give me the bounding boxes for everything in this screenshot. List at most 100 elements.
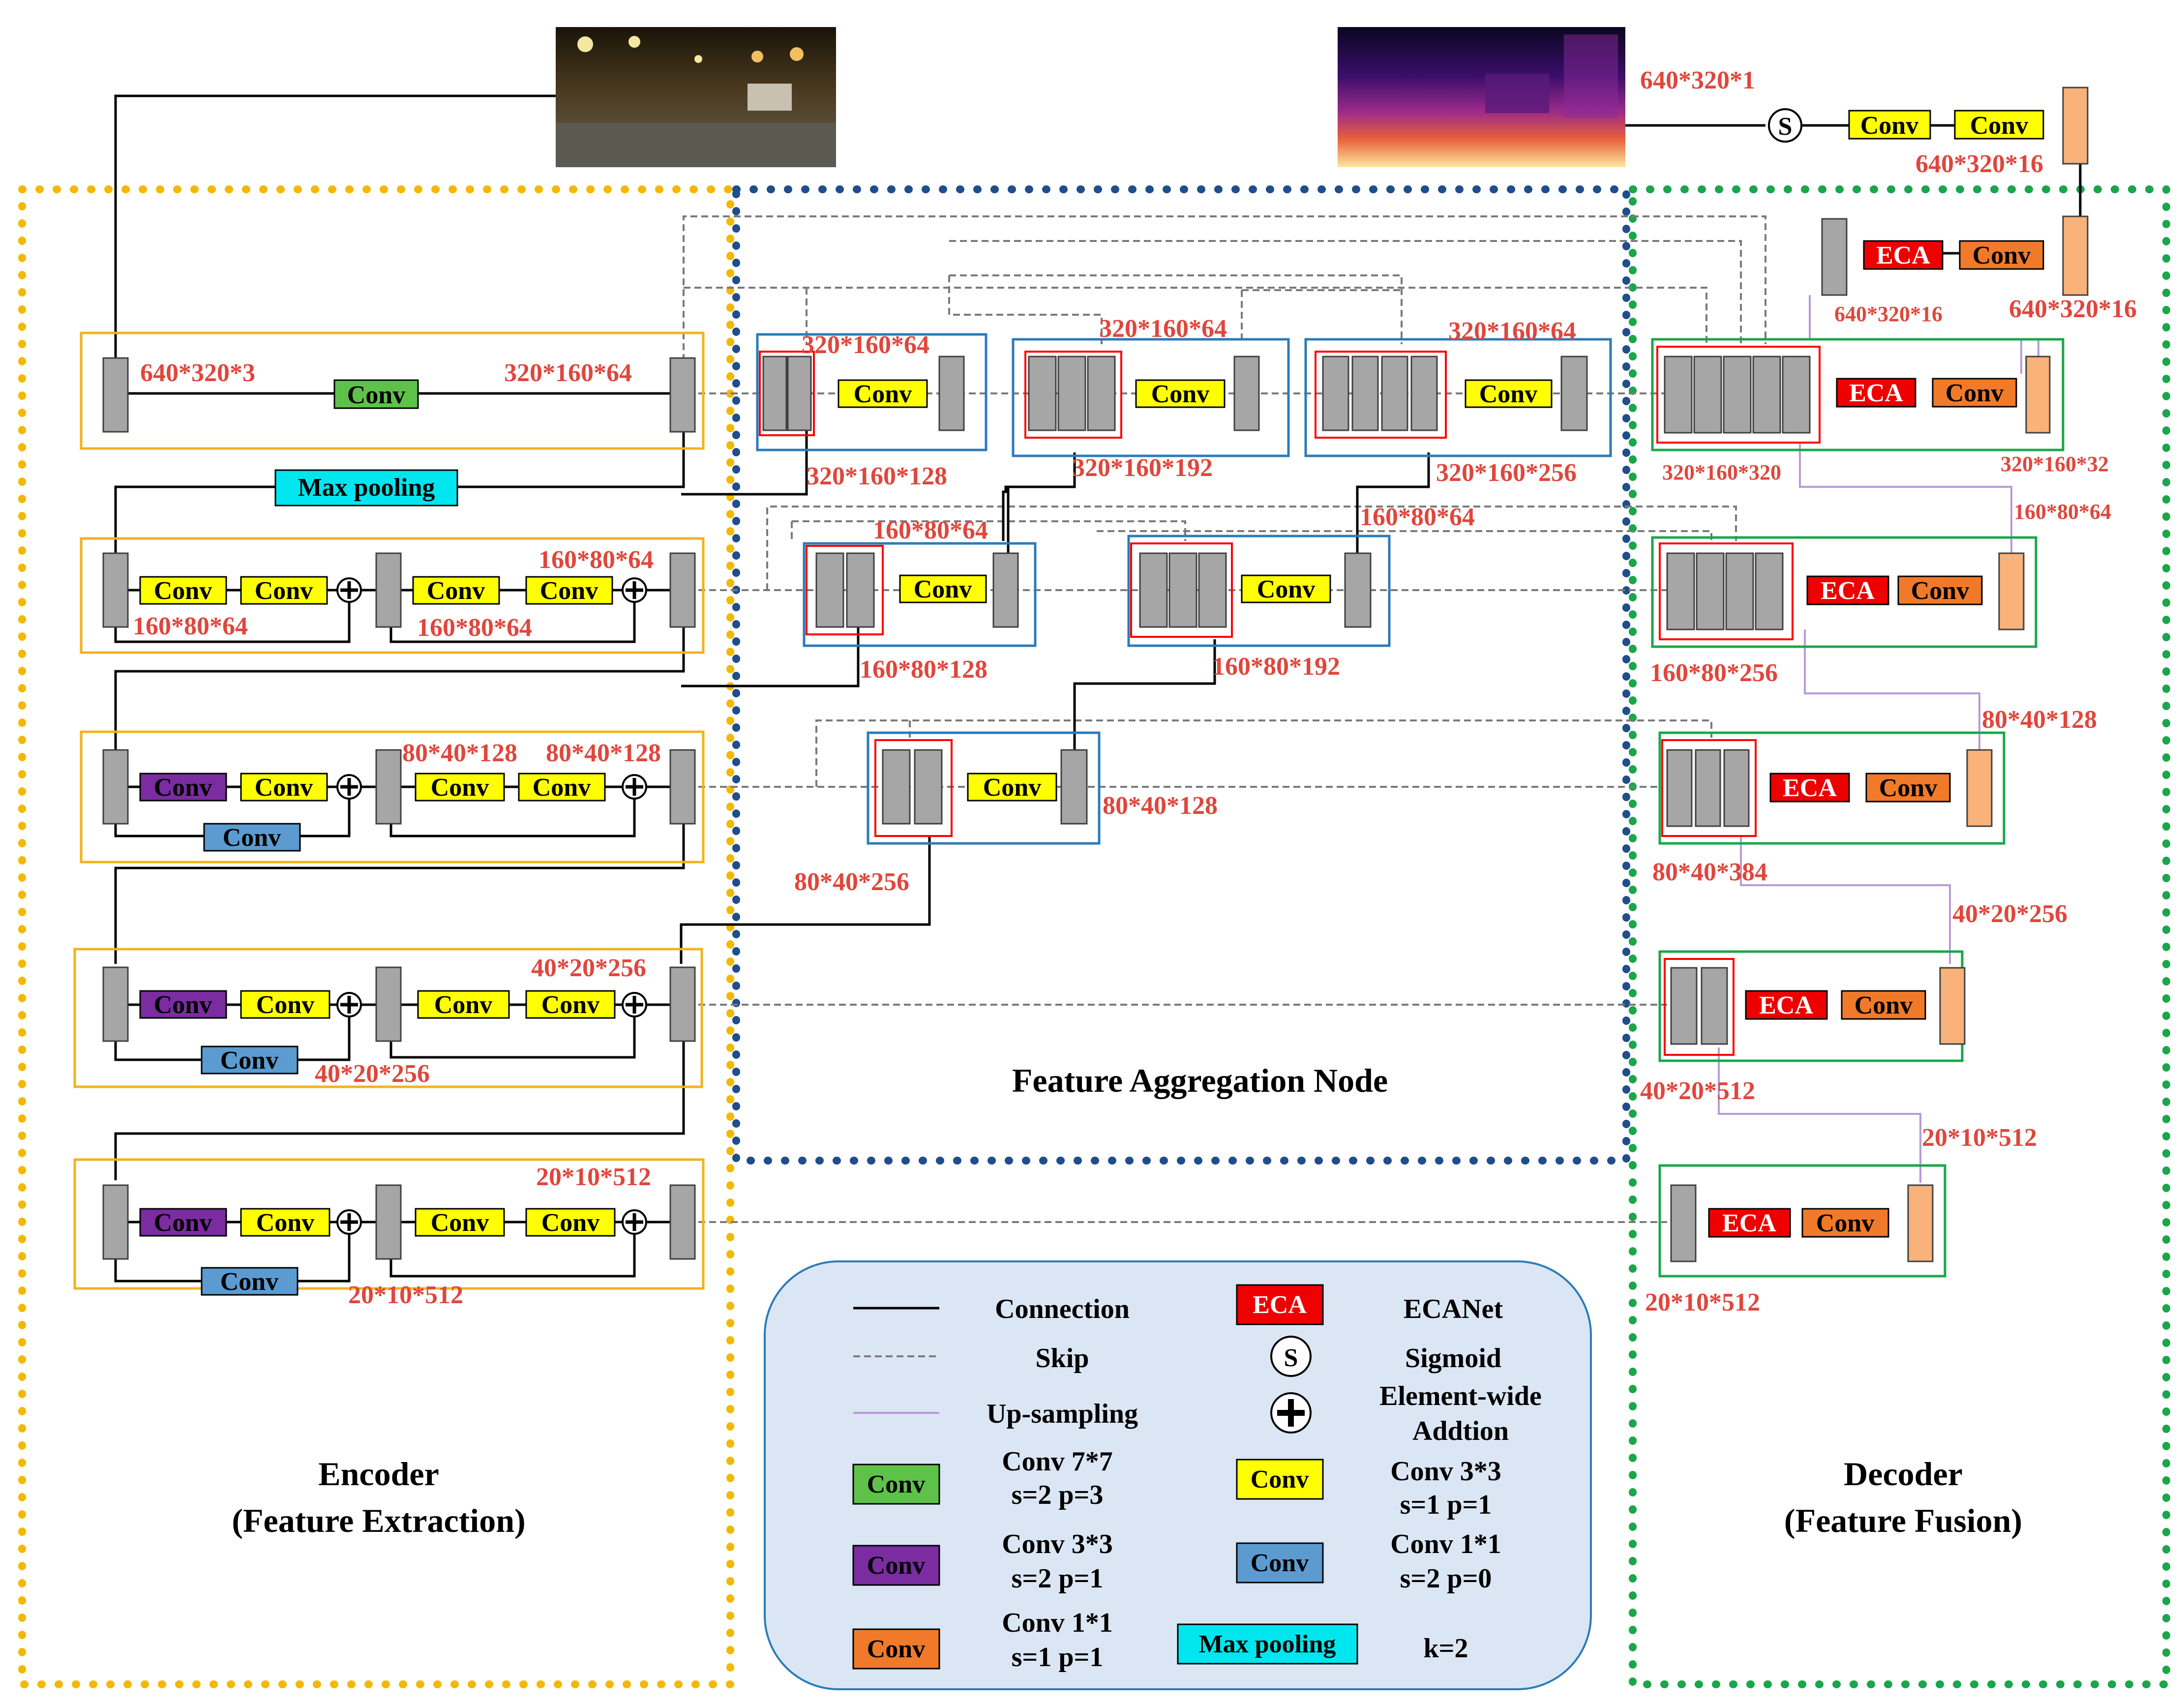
decoder-subtitle: (Feature Fusion) — [1784, 1502, 2022, 1539]
legend-conv11s2-line2: s=2 p=0 — [1400, 1563, 1492, 1594]
feature-map — [1028, 356, 1057, 431]
feature-map — [762, 356, 787, 431]
aggregation-node-a1 — [756, 333, 987, 451]
feature-map — [1693, 356, 1722, 434]
eca-block — [1806, 575, 1889, 605]
dim-label: 320*160*64 — [1448, 317, 1576, 345]
decoder-output-map — [1907, 1184, 1934, 1262]
concat-group — [759, 351, 815, 436]
concat-group — [1659, 542, 1794, 640]
legend-eca: ECANet — [1404, 1294, 1503, 1324]
dim-label: 320*160*64 — [802, 331, 929, 359]
conv3x3-block — [240, 1208, 330, 1237]
decoder-output-map — [1966, 749, 1993, 827]
connections — [114, 94, 2082, 1283]
conv3x3-block — [139, 576, 227, 605]
conv-label: Conv — [540, 577, 598, 605]
eca-block — [1836, 378, 1916, 408]
conv3x3-block — [415, 773, 505, 802]
dim-label: 80*40*128 — [1982, 706, 2097, 734]
feature-map — [1701, 967, 1728, 1045]
encoder-block-0 — [80, 331, 705, 450]
addition-icon — [336, 1209, 362, 1235]
conv3x3-block — [415, 1208, 505, 1237]
dim-label: 160*80*64 — [417, 614, 532, 642]
aggregation-node-c1 — [867, 731, 1101, 845]
feature-map — [1723, 749, 1750, 827]
conv-label: Conv — [434, 991, 492, 1019]
encoder-block-2 — [80, 730, 705, 864]
dim-label: 40*20*256 — [315, 1060, 430, 1088]
concat-group — [1315, 351, 1447, 439]
addition-icon — [622, 774, 647, 800]
conv1x1-block — [1841, 990, 1926, 1020]
aggregation-node-a2 — [1012, 338, 1290, 457]
sigmoid-icon: S — [1768, 108, 1802, 143]
conv-label: Conv — [1970, 112, 2028, 140]
feature-map — [1381, 356, 1408, 431]
output-feature-map — [2062, 87, 2089, 165]
legend-max-pooling — [1177, 1623, 1358, 1665]
conv-label: Conv — [1251, 1465, 1309, 1494]
dim-label: 640*320*16 — [1834, 302, 1943, 326]
feature-map — [102, 749, 129, 825]
legend-conv33s2-line1: Conv 3*3 — [1002, 1529, 1113, 1559]
feature-map — [1344, 552, 1372, 628]
decoder-output-map — [1939, 967, 1966, 1045]
feature-map — [102, 966, 129, 1042]
feature-map — [1560, 356, 1588, 431]
conv3x3-block — [1135, 379, 1226, 408]
dim-label: 20*10*512 — [1645, 1288, 1760, 1316]
encoder-block-4 — [73, 1158, 705, 1290]
eca-label: ECA — [1783, 774, 1837, 802]
conv-label: Conv — [533, 774, 591, 802]
feature-map — [1782, 356, 1811, 434]
eca-block — [1708, 1208, 1791, 1238]
feature-map — [1139, 552, 1168, 628]
conv-label: Conv — [154, 577, 212, 605]
decoder-output-map — [2025, 356, 2051, 434]
dim-label: 20*10*512 — [348, 1281, 463, 1309]
feature-map — [787, 356, 812, 431]
conv-label: Conv — [1945, 379, 2004, 407]
output-feature-map — [2062, 215, 2089, 296]
legend-skip: Skip — [1036, 1343, 1089, 1374]
conv3x3-block — [967, 773, 1057, 802]
concat-group — [1130, 542, 1233, 638]
addition-icon — [336, 774, 362, 800]
dim-label: 640*320*16 — [1915, 150, 2043, 178]
decoder-block-2 — [1651, 536, 2037, 648]
conv-label: Conv — [1479, 380, 1537, 408]
conv3x3-block — [838, 379, 928, 408]
eca-label: ECA — [1253, 1291, 1307, 1319]
dim-label: 320*160*128 — [807, 462, 947, 490]
feature-map — [669, 1184, 696, 1260]
legend-conv33s2-line2: s=2 p=1 — [1012, 1563, 1104, 1594]
eca-label: ECA — [1759, 991, 1813, 1019]
conv-label: Conv — [154, 774, 212, 802]
dim-label: 320*160*32 — [2001, 452, 2109, 476]
conv-label: Conv — [867, 1552, 925, 1580]
dim-label: 80*40*384 — [1652, 858, 1767, 886]
decoder-output-map — [1998, 552, 2025, 630]
dim-label: 20*10*512 — [536, 1163, 651, 1191]
feature-map — [1695, 749, 1721, 827]
conv3x3-block — [518, 773, 606, 802]
feature-map — [1060, 749, 1088, 825]
dim-label: 160*80*64 — [2014, 500, 2111, 524]
conv-label: Conv — [1251, 1549, 1309, 1577]
legend-conv-blue — [1236, 1542, 1324, 1584]
legend-eca-swatch — [1236, 1284, 1324, 1325]
feature-map — [938, 356, 965, 431]
concat-group — [1661, 739, 1757, 837]
dim-label: 640*320*16 — [2009, 295, 2137, 323]
conv-label: Conv — [220, 1046, 278, 1075]
feature-map — [102, 552, 129, 628]
eca-block — [1863, 240, 1944, 270]
feature-map — [1670, 1184, 1697, 1262]
legend-conv11s1-line1: Conv 1*1 — [1002, 1608, 1113, 1638]
aggregation-node-b2 — [1127, 535, 1391, 647]
feature-map — [992, 552, 1019, 628]
conv-label: Conv — [256, 991, 314, 1019]
decoder-block-1 — [1651, 338, 2064, 451]
